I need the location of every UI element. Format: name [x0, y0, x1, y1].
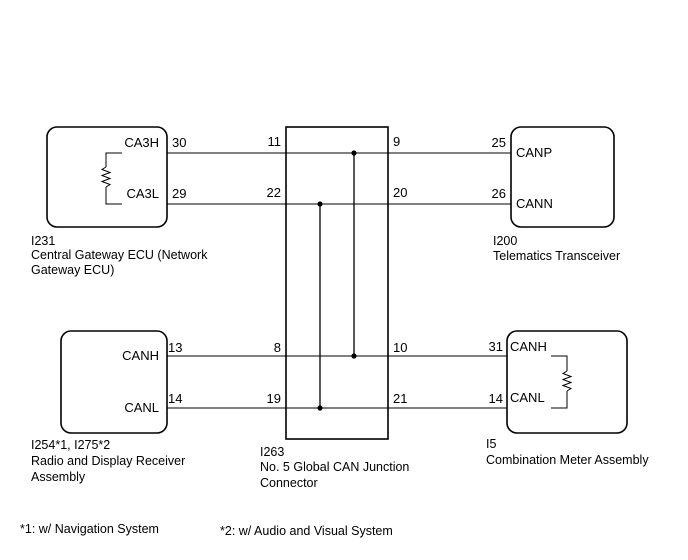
telematics-pin-canp-label: CANP [516, 145, 552, 160]
junction-connector-box [285, 126, 389, 440]
gateway-termination-resistor-icon [100, 152, 122, 205]
meter-pin-canl-label: CANL [510, 390, 545, 405]
splice-point [351, 353, 357, 359]
splice-point [351, 150, 357, 156]
junction-pin-10: 10 [393, 340, 407, 355]
footnote-navigation: *1: w/ Navigation System [20, 522, 159, 536]
junction-pin-21: 21 [393, 391, 407, 406]
junction-pin-20: 20 [393, 185, 407, 200]
telematics-transceiver-box [510, 126, 615, 228]
meter-termination-resistor-icon [551, 355, 573, 409]
radio-display-receiver-box [60, 330, 168, 434]
meter-pin-31: 31 [489, 339, 503, 354]
gateway-code: I231 [31, 234, 55, 248]
junction-name-line1: No. 5 Global CAN Junction [260, 460, 409, 474]
junction-pin-8: 8 [274, 340, 281, 355]
gateway-pin-ca3h-label: CA3H [124, 135, 159, 150]
telematics-pin-26: 26 [492, 186, 506, 201]
radio-pin-14: 14 [168, 391, 182, 406]
meter-code: I5 [486, 437, 496, 451]
footnote-audio-visual: *2: w/ Audio and Visual System [220, 524, 393, 538]
junction-pin-19: 19 [267, 391, 281, 406]
gateway-pin-30: 30 [172, 135, 186, 150]
radio-name-line1: Radio and Display Receiver [31, 454, 185, 468]
junction-name-line2: Connector [260, 476, 318, 490]
junction-pin-9: 9 [393, 134, 400, 149]
gateway-pin-29: 29 [172, 186, 186, 201]
radio-name-line2: Assembly [31, 470, 86, 484]
junction-code: I263 [260, 445, 284, 459]
telematics-pin-cann-label: CANN [516, 196, 553, 211]
junction-pin-22: 22 [267, 185, 281, 200]
gateway-name-line2: Gateway ECU) [31, 263, 114, 277]
splice-point [317, 405, 323, 411]
radio-pin-canl-label: CANL [124, 400, 159, 415]
telematics-name: Telematics Transceiver [493, 249, 620, 263]
splice-point [317, 201, 323, 207]
combination-meter-box [506, 330, 628, 434]
meter-name: Combination Meter Assembly [486, 453, 649, 467]
junction-pin-11: 11 [268, 134, 282, 149]
gateway-name-line1: Central Gateway ECU (Network [31, 248, 208, 262]
meter-pin-14: 14 [489, 391, 503, 406]
radio-pin-canh-label: CANH [122, 348, 159, 363]
telematics-code: I200 [493, 234, 517, 248]
radio-code: I254*1, I275*2 [31, 438, 110, 452]
meter-pin-canh-label: CANH [510, 339, 547, 354]
radio-pin-13: 13 [168, 340, 182, 355]
gateway-pin-ca3l-label: CA3L [126, 186, 159, 201]
telematics-pin-25: 25 [492, 135, 506, 150]
